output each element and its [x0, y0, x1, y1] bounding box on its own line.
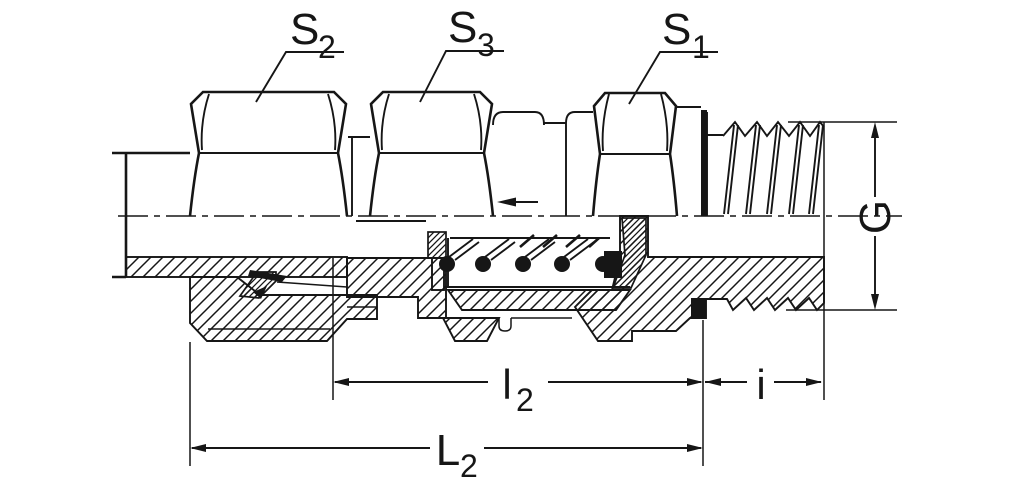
extension-lines [189, 258, 704, 466]
dim-L2-label: L [436, 426, 460, 475]
section-view-lower-half [125, 215, 825, 342]
dimension-i: i [705, 361, 822, 408]
dim-G-label: G [851, 200, 900, 234]
rear-collar [677, 106, 723, 216]
check-valve-spring [439, 234, 611, 272]
hex-nut-s3 [368, 90, 495, 217]
dim-l2-subscript: 2 [516, 382, 534, 418]
label-s3-subscript: 3 [477, 27, 495, 63]
dimension-G: G [786, 121, 900, 311]
seal-washer-edge [701, 110, 707, 216]
thread-helix-lines [723, 124, 824, 215]
dim-i-label: i [756, 361, 765, 408]
port-seal-section [691, 298, 706, 318]
flow-direction-arrow [497, 197, 538, 207]
label-s2-group: S 2 [255, 5, 344, 103]
dim-l2-label: l [502, 361, 511, 408]
valve-sleeve-flange-section [427, 231, 447, 259]
label-s3: S [448, 3, 477, 52]
label-s1-subscript: 1 [692, 29, 710, 65]
thread-crest-profile [722, 120, 825, 138]
dimension-L2: L 2 [190, 426, 703, 482]
dim-L2-subscript: 2 [460, 448, 478, 482]
body-hex-flange-section [441, 317, 501, 342]
body-collars [492, 111, 593, 216]
tube-wall-section [125, 256, 348, 278]
label-s2: S [290, 5, 319, 54]
valve-poppet-seal [604, 251, 622, 278]
neck-s2-s3 [348, 136, 370, 216]
label-s1: S [662, 5, 691, 54]
hex-nut-s2 [188, 90, 349, 217]
cutting-ring-section [238, 270, 287, 299]
outline-upper-half [112, 90, 825, 400]
body-right-section [573, 215, 825, 342]
dimension-l2: l 2 [333, 361, 703, 418]
tube-outline [112, 151, 190, 279]
label-s3-group: S 3 [419, 3, 504, 103]
label-s1-group: S 1 [628, 5, 718, 105]
label-s2-subscript: 2 [318, 29, 336, 65]
spring-guide [431, 257, 445, 291]
